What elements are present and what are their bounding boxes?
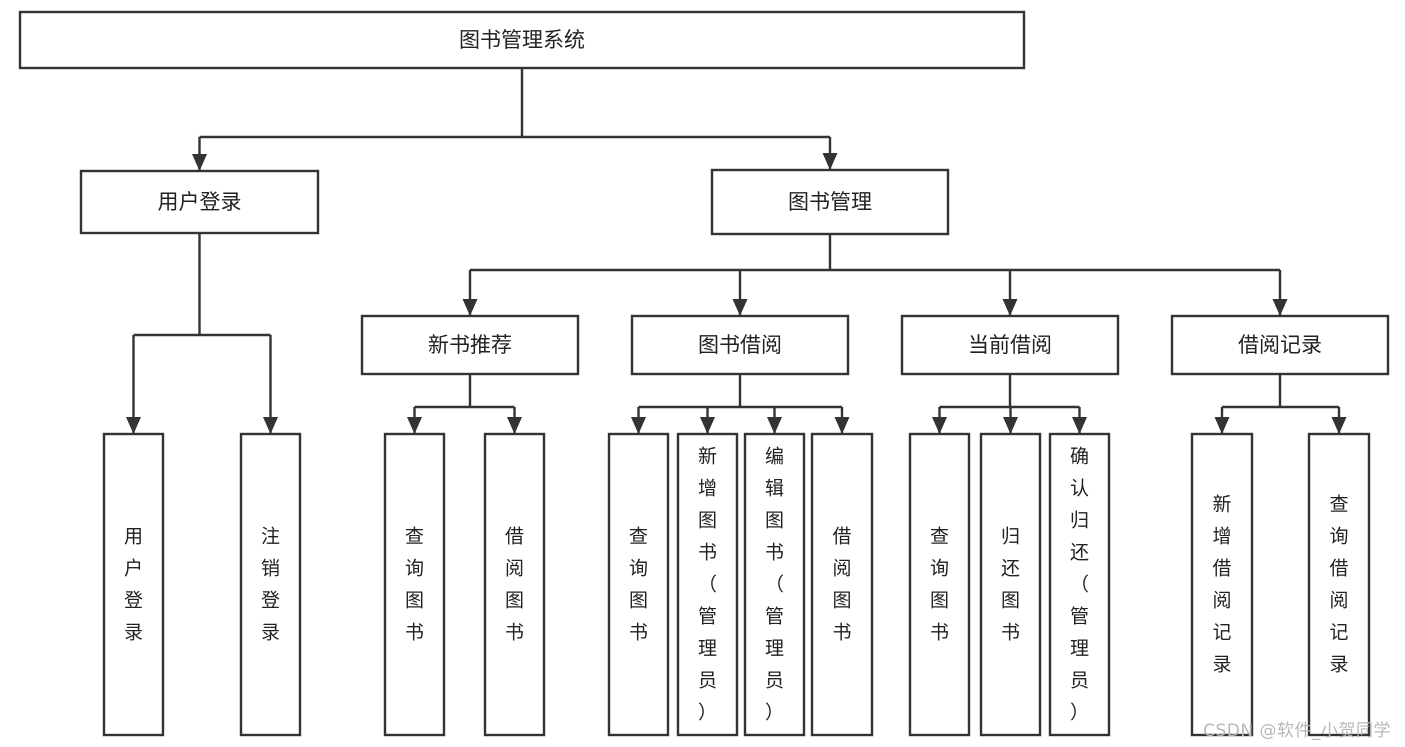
- connector-arrowhead: [263, 417, 278, 434]
- node-label-cur-return-book: 归还图书: [1001, 525, 1020, 643]
- node-box-rec-borrow-book[interactable]: [483, 432, 546, 737]
- node-label-borrow-record: 借阅记录: [1238, 333, 1322, 357]
- node-label-rec-query-book: 查询图书: [405, 525, 424, 643]
- connector-arrowhead: [1002, 299, 1018, 316]
- node-label-book-borrow: 图书借阅: [698, 333, 782, 357]
- node-box-rec-query-record[interactable]: [1307, 432, 1371, 737]
- node-label-cur-query-book: 查询图书: [930, 525, 949, 643]
- connector-arrowhead: [507, 417, 522, 434]
- node-label-book-manage: 图书管理: [788, 190, 872, 214]
- node-label-user-logout: 注销登录: [261, 525, 280, 643]
- connector-arrowhead: [1331, 417, 1347, 434]
- node-label-borrow-add-book: 新增图书（管理员）: [698, 445, 717, 723]
- node-box-new-book-recommend[interactable]: [360, 314, 580, 376]
- node-do-user-login[interactable]: 用户登录: [102, 432, 165, 737]
- node-book-manage[interactable]: 图书管理: [710, 168, 950, 236]
- node-rec-borrow-book[interactable]: 借阅图书: [483, 432, 546, 737]
- node-borrow-query-book[interactable]: 查询图书: [607, 432, 670, 737]
- node-label-borrow-borrow-book: 借阅图书: [832, 525, 851, 643]
- node-borrow-add-book[interactable]: 新增图书（管理员）: [676, 432, 739, 737]
- connector-group: [407, 374, 522, 434]
- connector-arrowhead: [732, 299, 748, 316]
- node-label-borrow-query-book: 查询图书: [629, 525, 648, 643]
- node-label-do-user-login: 用户登录: [124, 525, 143, 643]
- node-box-current-borrow[interactable]: [900, 314, 1120, 376]
- connector-group: [631, 374, 850, 434]
- node-box-rec-add-record[interactable]: [1190, 432, 1254, 737]
- connector-arrowhead: [126, 417, 141, 434]
- node-box-borrow-record[interactable]: [1170, 314, 1390, 376]
- connector-arrowhead: [462, 299, 478, 316]
- csdn-watermark: CSDN @软件_小贺同学: [1203, 721, 1391, 741]
- connector-arrowhead: [700, 417, 715, 434]
- node-box-borrow-borrow-book[interactable]: [810, 432, 874, 737]
- node-label-rec-query-record: 查询借阅记录: [1329, 493, 1348, 675]
- node-label-rec-borrow-book: 借阅图书: [505, 525, 524, 643]
- connector-arrowhead: [822, 153, 838, 170]
- connector-group: [192, 68, 838, 171]
- node-label-borrow-edit-book: 编辑图书（管理员）: [765, 445, 784, 723]
- node-user-logout[interactable]: 注销登录: [239, 432, 302, 737]
- node-user-login[interactable]: 用户登录: [79, 169, 320, 235]
- node-book-borrow[interactable]: 图书借阅: [630, 314, 850, 376]
- node-label-cur-confirm-return: 确认归还（管理员）: [1070, 445, 1089, 723]
- node-box-book-borrow[interactable]: [630, 314, 850, 376]
- node-cur-confirm-return[interactable]: 确认归还（管理员）: [1048, 432, 1111, 737]
- node-box-system[interactable]: [18, 10, 1026, 70]
- node-box-cur-confirm-return[interactable]: [1048, 432, 1111, 737]
- connector-group: [462, 234, 1288, 316]
- node-cur-return-book[interactable]: 归还图书: [979, 432, 1042, 737]
- node-label-system: 图书管理系统: [459, 28, 585, 52]
- node-box-cur-query-book[interactable]: [908, 432, 971, 737]
- node-cur-query-book[interactable]: 查询图书: [908, 432, 971, 737]
- node-rec-query-record[interactable]: 查询借阅记录: [1307, 432, 1371, 737]
- node-rec-query-book[interactable]: 查询图书: [383, 432, 446, 737]
- node-new-book-recommend[interactable]: 新书推荐: [360, 314, 580, 376]
- node-box-borrow-add-book[interactable]: [676, 432, 739, 737]
- connector-arrowhead: [1003, 417, 1018, 434]
- node-borrow-borrow-book[interactable]: 借阅图书: [810, 432, 874, 737]
- connector-arrowhead: [1214, 417, 1230, 434]
- node-box-user-login[interactable]: [79, 169, 320, 235]
- node-box-rec-query-book[interactable]: [383, 432, 446, 737]
- node-label-user-login: 用户登录: [158, 190, 242, 214]
- connector-arrowhead: [767, 417, 782, 434]
- connector-group: [932, 374, 1087, 434]
- node-label-rec-add-record: 新增借阅记录: [1212, 493, 1231, 675]
- connector-arrowhead: [1272, 299, 1288, 316]
- connector-group: [126, 233, 278, 434]
- node-box-do-user-login[interactable]: [102, 432, 165, 737]
- node-borrow-edit-book[interactable]: 编辑图书（管理员）: [743, 432, 806, 737]
- node-box-cur-return-book[interactable]: [979, 432, 1042, 737]
- node-box-borrow-query-book[interactable]: [607, 432, 670, 737]
- connector-arrowhead: [407, 417, 422, 434]
- connector-arrowhead: [1072, 417, 1087, 434]
- connector-arrowhead: [932, 417, 947, 434]
- node-label-current-borrow: 当前借阅: [968, 333, 1052, 357]
- node-current-borrow[interactable]: 当前借阅: [900, 314, 1120, 376]
- connector-arrowhead: [631, 417, 646, 434]
- node-borrow-record[interactable]: 借阅记录: [1170, 314, 1390, 376]
- node-box-borrow-edit-book[interactable]: [743, 432, 806, 737]
- connector-arrowhead: [192, 154, 207, 171]
- connector-arrowhead: [834, 417, 850, 434]
- node-box-user-logout[interactable]: [239, 432, 302, 737]
- node-rec-add-record[interactable]: 新增借阅记录: [1190, 432, 1254, 737]
- connector-group: [1214, 374, 1347, 434]
- node-system[interactable]: 图书管理系统: [18, 10, 1026, 70]
- node-label-new-book-recommend: 新书推荐: [428, 333, 512, 357]
- node-box-book-manage[interactable]: [710, 168, 950, 236]
